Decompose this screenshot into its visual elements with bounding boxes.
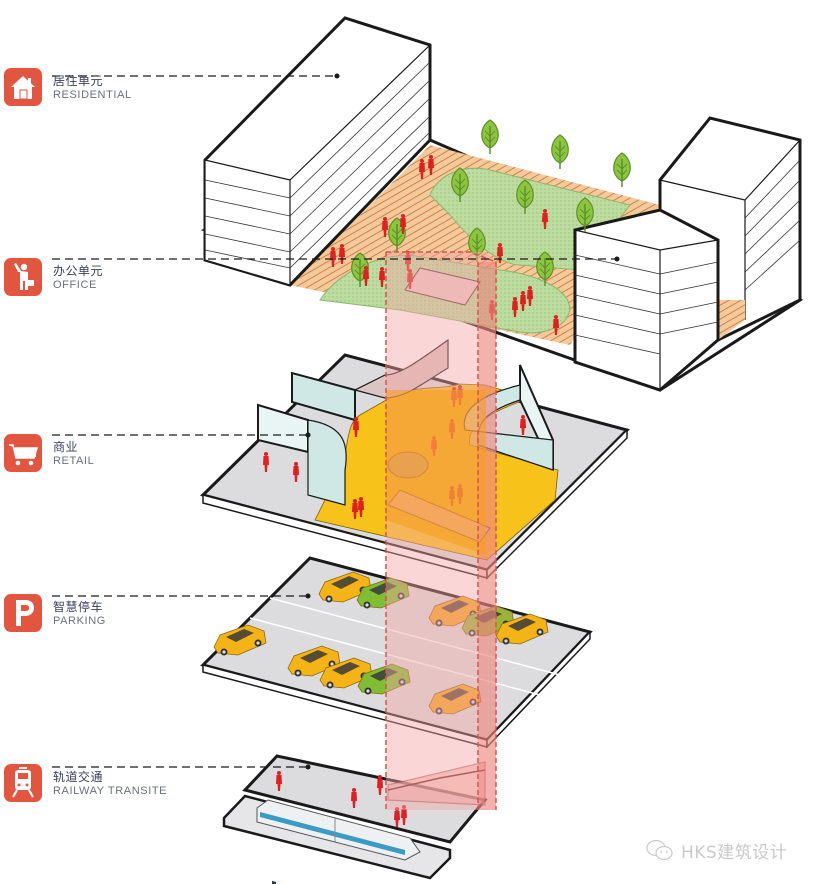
legend-label-en: RETAIL [53,455,95,467]
parking-stall-lines [249,597,561,696]
vertical-circulation-core [385,251,497,810]
house-icon [4,68,42,106]
legend-label-cn: 办公单元 [53,264,104,278]
parking-p-icon [4,594,42,632]
office-block [573,208,720,392]
legend-item-retail: 商业 RETAIL [2,434,202,484]
tree-icon [550,134,570,170]
tree-icon [612,152,632,188]
legend-label-en: RESIDENTIAL [53,89,132,101]
legend-item-railway: 轨道交通 RAILWAY TRANSITE [2,764,202,814]
businessman-icon [4,258,42,296]
residential-office-level [200,16,804,392]
train-icon [4,764,42,802]
legend-label-en: PARKING [53,615,106,627]
railway-stair-block [387,761,486,806]
railway-level [222,754,488,884]
shopping-cart-icon [4,434,42,472]
tree-icon [480,119,500,155]
legend-label-cn: 居住单元 [53,74,104,88]
legend-item-office: 办公单元 OFFICE [2,258,202,308]
deck-stair-opening [404,267,481,306]
legend-label-en: RAILWAY TRANSITE [53,785,168,797]
residential-tower-left [203,16,432,287]
wechat-icon [646,839,673,861]
leader-dots [305,73,620,770]
watermark: HKS建筑设计 [645,835,787,865]
legend-item-residential: 居住单元 RESIDENTIAL [2,68,202,118]
train-icon [256,799,421,884]
watermark-text: HKS建筑设计 [681,842,788,863]
legend-label-cn: 智慧停车 [53,600,104,614]
leader-lines [52,75,616,768]
glass-wall-curve [307,419,347,506]
parking-level [200,556,593,749]
legend-label-en: OFFICE [53,279,97,291]
legend-label-cn: 轨道交通 [53,770,104,784]
legend-label-cn: 商业 [53,440,79,454]
legend-item-parking: 智慧停车 PARKING [2,594,202,644]
